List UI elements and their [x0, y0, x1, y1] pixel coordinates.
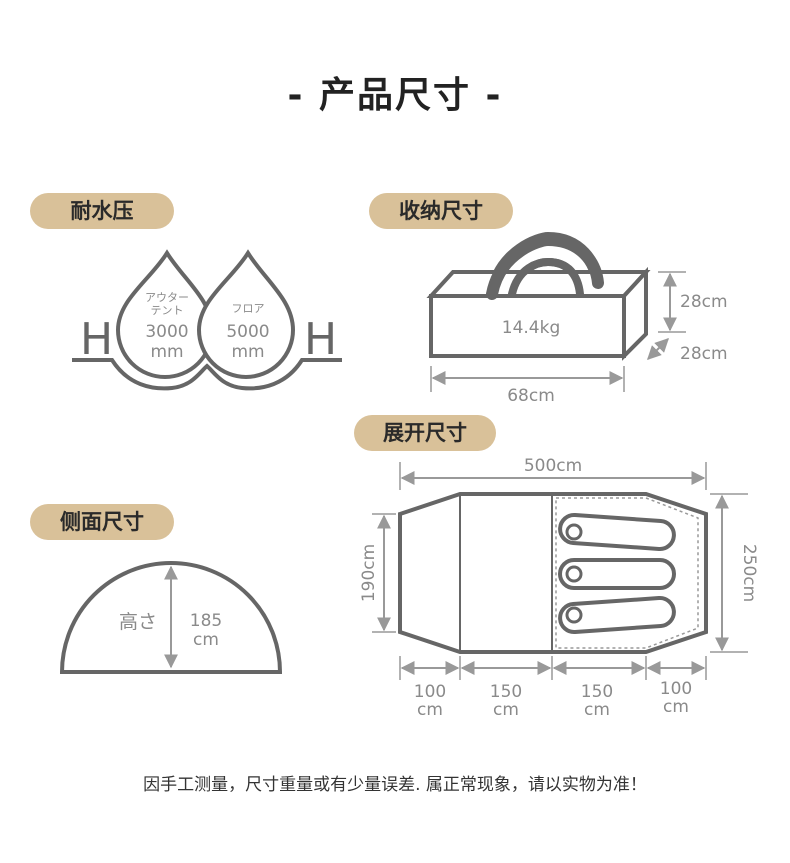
storage-bag-diagram: 14.4kg 28cm 28cm 68cm: [426, 231, 728, 406]
segment-3-unit: cm: [584, 700, 610, 720]
tent-height-unit: cm: [193, 630, 219, 650]
segment-3-value: 150: [581, 682, 613, 702]
disclaimer-note: 因手工测量，尺寸重量或有少量误差. 属正常现象，请以实物为准！: [143, 775, 647, 795]
floor-label: フロア: [232, 302, 265, 315]
page-title: - 产品尺寸 -: [287, 75, 503, 116]
outer-tent-unit: mm: [150, 342, 183, 362]
unfolded-section-badge: 展开尺寸: [354, 415, 496, 451]
waterproof-section-badge: 耐水压: [30, 193, 174, 229]
bag-front: [429, 294, 626, 358]
segment-2-unit: cm: [493, 700, 519, 720]
side-section-badge: 侧面尺寸: [30, 504, 174, 540]
ground-line: [72, 358, 342, 391]
bag-weight: 14.4kg: [502, 318, 561, 338]
tent-height-label: 高さ: [119, 611, 157, 633]
floor-unit: mm: [231, 342, 264, 362]
h-mark-right: H: [304, 314, 337, 365]
segment-4-unit: cm: [663, 697, 689, 717]
segment-1-unit: cm: [417, 700, 443, 720]
unfolded-diagram: 500cm 190cm 250cm: [359, 456, 759, 720]
segment-4-value: 100: [660, 679, 692, 699]
sleeping-bag-icon: [558, 558, 676, 590]
inner-tent-dotted: [555, 497, 699, 649]
segment-2-value: 150: [490, 682, 522, 702]
outer-tent-label: テント: [151, 304, 184, 317]
sleeping-bag-icon: [558, 513, 676, 551]
bag-depth-value: 28cm: [680, 344, 728, 364]
bag-depth-dimension: [647, 338, 669, 360]
total-length-value: 500cm: [524, 456, 582, 476]
waterproof-diagram: H H アウター テント 3000 mm フロア 5000 mm: [72, 249, 342, 391]
bag-height-value: 28cm: [680, 292, 728, 312]
outer-tent-label: アウター: [145, 291, 189, 304]
bag-top: [426, 270, 651, 298]
storage-section-badge: 收纳尺寸: [369, 193, 513, 229]
sleeping-bag-icon: [558, 596, 676, 634]
outer-tent-value: 3000: [145, 322, 188, 342]
side-view-diagram: 高さ 185 cm: [59, 561, 283, 674]
inner-height-value: 190cm: [359, 544, 379, 602]
water-drop-icon: [196, 249, 296, 379]
h-mark-left: H: [80, 314, 113, 365]
floor-value: 5000: [226, 322, 269, 342]
segment-1-value: 100: [414, 682, 446, 702]
bag-width-value: 68cm: [507, 386, 555, 406]
total-width-value: 250cm: [739, 544, 759, 602]
tent-height-value: 185: [190, 611, 222, 631]
